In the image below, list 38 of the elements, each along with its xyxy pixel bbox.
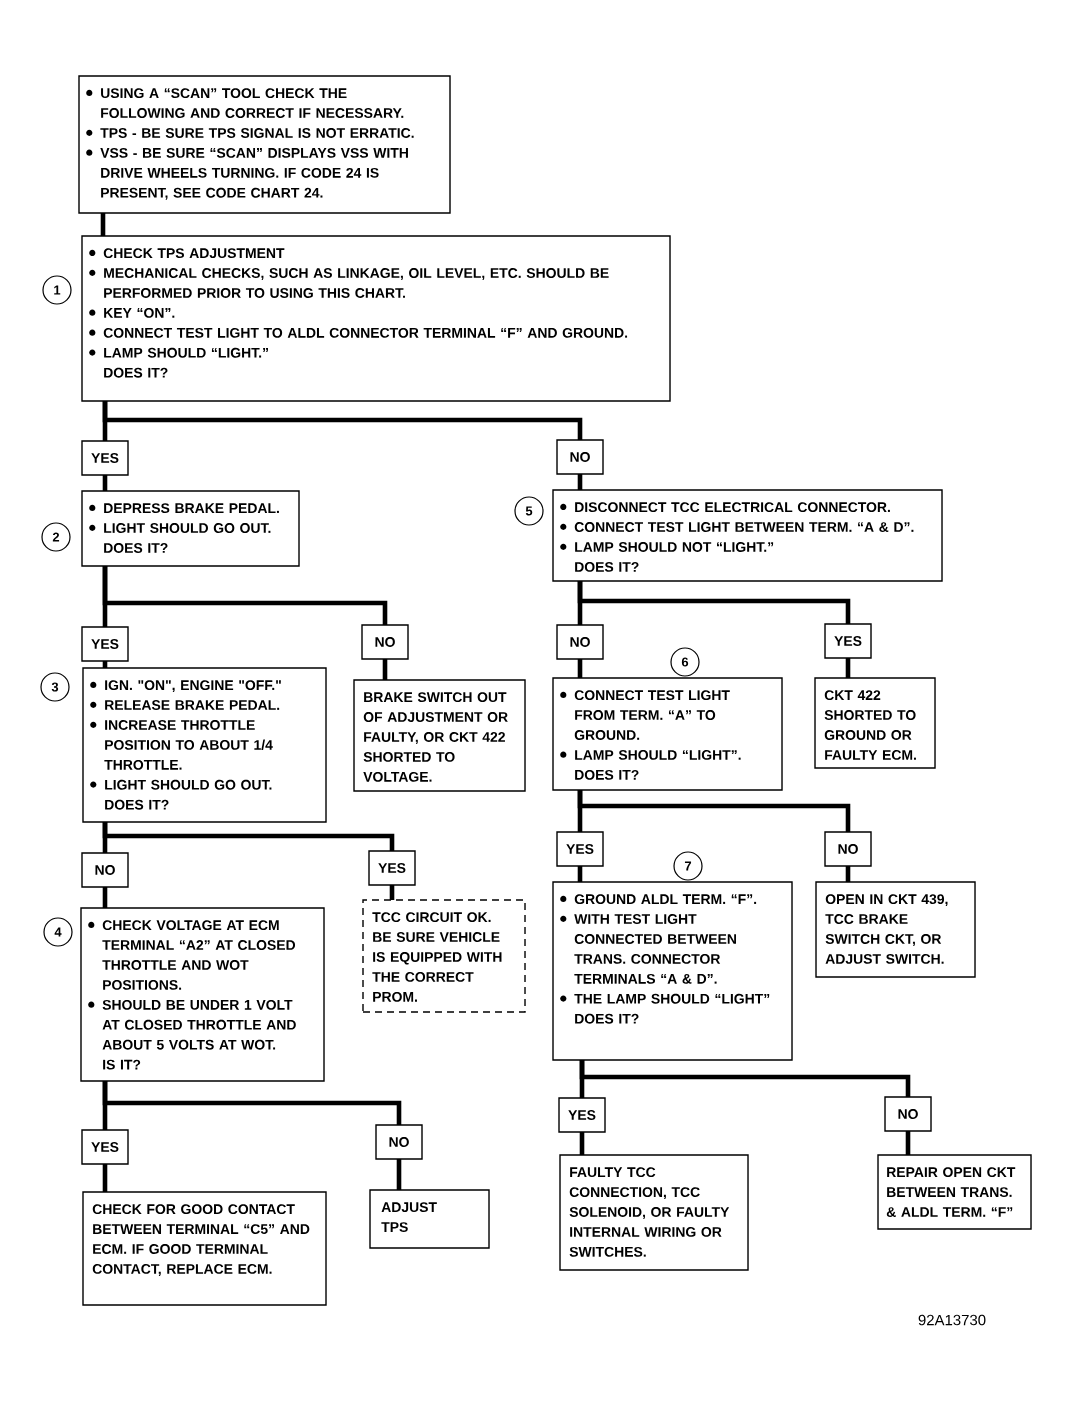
process-box: DEPRESS BRAKE PEDAL. LIGHT SHOULD GO OUT. DOES IT?: [81, 490, 300, 567]
edge-label: NO: [81, 852, 129, 888]
process-box: CHECK TPS ADJUSTMENT MECHANICAL CHECKS, SUCH AS LINKAGE, OIL LEVEL, ETC. SHOULD BE PERFORMED PRIOR TO USING THIS CHART. KEY “ON”. CONNECT TEST LIGHT TO ALDL CONNECTOR TERMINAL “F” AND GROUND. LAMP SHOULD “LIGHT.” DOES IT?: [81, 235, 671, 402]
process-box: GROUND ALDL TERM. “F”. WITH TEST LIGHT CONNECTED BETWEEN TRANS. CONNECTOR TERMINALS “A & D”. THE LAMP SHOULD “LIGHT” DOES IT?: [552, 881, 793, 1061]
step-number: 7: [673, 851, 703, 881]
edge-label: YES: [81, 626, 129, 662]
edge-label: NO: [375, 1124, 423, 1160]
result-box: OPEN IN CKT 439, TCC BRAKE SWITCH CKT, OR ADJUST SWITCH.: [815, 881, 976, 978]
result-box: BRAKE SWITCH OUT OF ADJUSTMENT OR FAULTY, OR CKT 422 SHORTED TO VOLTAGE.: [353, 679, 526, 792]
figure-number: 92A13730: [918, 1314, 986, 1326]
edge-label: YES: [556, 831, 604, 867]
step-number: 5: [514, 496, 544, 526]
dashed-box: TCC CIRCUIT OK. BE SURE VEHICLE IS EQUIPPED WITH THE CORRECT PROM.: [362, 899, 526, 1013]
edge-label: YES: [368, 850, 416, 886]
process-box: IGN. "ON", ENGINE "OFF." RELEASE BRAKE PEDAL. INCREASE THROTTLE POSITION TO ABOUT 1/4 THROTTLE. LIGHT SHOULD GO OUT. DOES IT?: [82, 667, 327, 823]
result-box: CHECK FOR GOOD CONTACT BETWEEN TERMINAL “C5” AND ECM. IF GOOD TERMINAL CONTACT, REPLACE ECM.: [82, 1191, 327, 1306]
process-box: CHECK VOLTAGE AT ECM TERMINAL “A2” AT CLOSED THROTTLE AND WOT POSITIONS. SHOULD BE UNDER 1 VOLT AT CLOSED THROTTLE AND ABOUT 5 VOLTS AT WOT. IS IT?: [80, 907, 325, 1082]
edge-label: NO: [884, 1096, 932, 1132]
step-number: 3: [40, 672, 70, 702]
edge-label: NO: [824, 831, 872, 867]
edge-label: YES: [81, 1129, 129, 1165]
process-box: DISCONNECT TCC ELECTRICAL CONNECTOR. CONNECT TEST LIGHT BETWEEN TERM. “A & D”. LAMP SHOULD NOT “LIGHT.” DOES IT?: [552, 489, 943, 582]
result-box: FAULTY TCC CONNECTION, TCC SOLENOID, OR FAULTY INTERNAL WIRING OR SWITCHES.: [559, 1154, 749, 1271]
step-number: 2: [41, 522, 71, 552]
edge-label: NO: [556, 439, 604, 475]
result-box: REPAIR OPEN CKT BETWEEN TRANS. & ALDL TERM. “F”: [877, 1154, 1032, 1230]
step-number: 1: [42, 275, 72, 305]
edge-label: YES: [824, 623, 872, 659]
process-box: CONNECT TEST LIGHT FROM TERM. “A” TO GROUND. LAMP SHOULD “LIGHT”. DOES IT?: [552, 677, 783, 791]
edge-label: YES: [558, 1097, 606, 1133]
edge-label: YES: [81, 440, 129, 476]
step-number: 6: [670, 647, 700, 677]
step-number: 4: [43, 917, 73, 947]
edge-label: NO: [361, 624, 409, 660]
result-box: CKT 422 SHORTED TO GROUND OR FAULTY ECM.: [814, 677, 936, 769]
edge-label: NO: [556, 624, 604, 660]
result-box: ADJUST TPS: [369, 1189, 490, 1249]
process-box: USING A “SCAN” TOOL CHECK THE FOLLOWING AND CORRECT IF NECESSARY. TPS - BE SURE TPS SIGNAL IS NOT ERRATIC. VSS - BE SURE “SCAN” DISPLAYS VSS WITH DRIVE WHEELS TURNING. IF CODE 24 IS PRESENT, SEE CODE CHART 24.: [78, 75, 451, 214]
